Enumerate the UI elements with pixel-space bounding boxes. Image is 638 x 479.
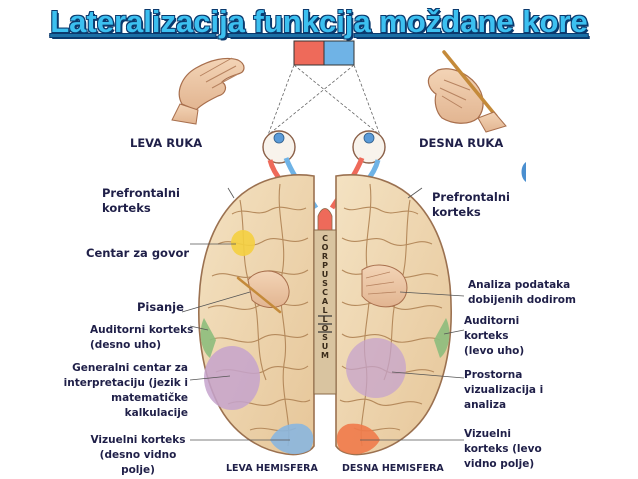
page-title: Lateralizacija funkcija moždane kore	[50, 4, 588, 39]
label-visual-right: Vizuelni korteks (levo vidno polje)	[464, 428, 542, 470]
left-hemisphere	[198, 174, 315, 456]
right-auditory-area	[434, 318, 450, 358]
label-right-hemisphere: DESNA HEMISFERA	[342, 463, 444, 474]
edge-marker	[521, 162, 526, 182]
label-prefrontal-right: Prefrontalni korteks	[432, 190, 510, 219]
label-writing: Pisanje	[137, 300, 184, 314]
spatial-area	[346, 338, 406, 398]
touching-hand-small	[361, 264, 408, 308]
left-hand-illustration	[171, 57, 245, 125]
label-interpretation-center: Generalni centar za interpretaciju (jezi…	[63, 362, 188, 419]
speech-center-area	[231, 230, 255, 256]
label-auditory-right: Auditorni korteks (levo uho)	[464, 315, 525, 357]
left-visual-area	[270, 423, 314, 455]
label-touch-analysis: Analiza podataka dobijenih dodirom	[468, 279, 576, 306]
writing-hand-small	[236, 270, 290, 314]
visual-field-bar	[293, 40, 355, 66]
left-auditory-area	[200, 318, 216, 358]
right-hemisphere	[335, 174, 452, 456]
label-visual-left: Vizuelni korteks (desno vidno polje)	[90, 434, 186, 476]
label-left-hemisphere: LEVA HEMISFERA	[226, 463, 318, 474]
label-auditory-left: Auditorni korteks (desno uho)	[90, 324, 194, 351]
leader-lines	[181, 187, 465, 441]
label-prefrontal-left: Prefrontalni korteks	[102, 186, 180, 215]
corpus-callosum	[313, 208, 337, 395]
interpretation-area	[204, 346, 260, 410]
optic-pathway-lines	[267, 64, 381, 136]
label-right-hand: DESNA RUKA	[419, 136, 504, 150]
label-speech-center: Centar za govor	[86, 246, 190, 260]
label-left-hand: LEVA RUKA	[130, 136, 203, 150]
label-spatial-analysis: Prostorna vizualizacija i analiza	[464, 369, 544, 411]
right-hand-illustration	[427, 50, 507, 133]
right-visual-area	[336, 423, 380, 455]
label-corpus-callosum: C O R P U S C A L L O S U M	[321, 234, 329, 360]
